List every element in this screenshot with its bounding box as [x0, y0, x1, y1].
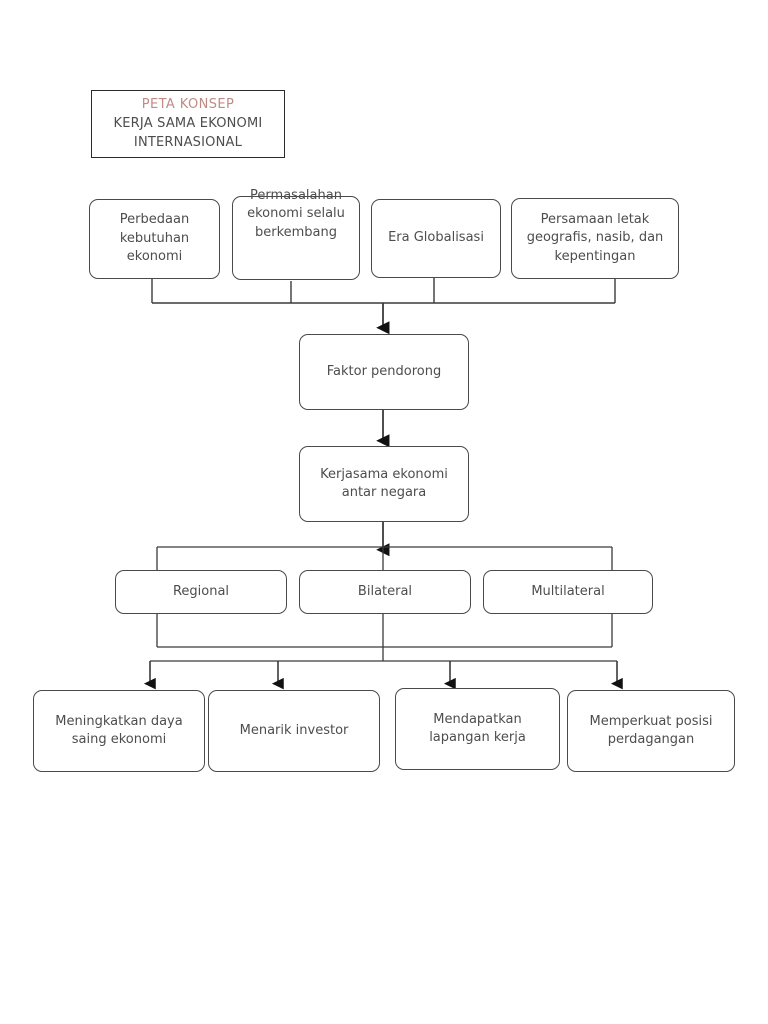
node-label: Bilateral	[357, 583, 413, 599]
peta-konsep-subject: KERJA SAMA EKONOMI INTERNASIONAL	[113, 115, 263, 150]
benefits-arrows	[143, 661, 623, 690]
node-label: Menarik investor	[239, 722, 349, 738]
node-label: Era Globalisasi	[388, 230, 484, 246]
node-mendapatkan-lapangan-kerja[interactable]: Mendapatkan lapangan kerja	[395, 688, 560, 770]
node-label: Faktor pendorong	[326, 363, 442, 379]
factors-to-faktor-connectors	[151, 278, 616, 304]
node-label: Multilateral	[531, 583, 605, 599]
node-label: Perbedaan kebutuhan ekonomi	[119, 212, 190, 265]
node-bilateral[interactable]: Bilateral	[299, 570, 471, 614]
node-menarik-investor[interactable]: Menarik investor	[208, 690, 380, 772]
node-permasalahan-ekonomi-selalu-berkembang[interactable]: Permasalahan ekonomi selalu berkembang	[232, 188, 360, 280]
node-kerjasama-ekonomi-antar-negara[interactable]: Kerjasama ekonomi antar negara	[299, 446, 469, 522]
node-perbedaan-kebutuhan-ekonomi[interactable]: Perbedaan kebutuhan ekonomi	[89, 199, 220, 279]
node-label: Meningkatkan daya saing ekonomi	[55, 713, 183, 747]
node-label: Mendapatkan lapangan kerja	[429, 711, 526, 745]
node-memperkuat-posisi-perdagangan[interactable]: Memperkuat posisi perdagangan	[567, 690, 735, 772]
node-multilateral[interactable]: Multilateral	[483, 570, 653, 614]
node-label: Permasalahan ekonomi selalu berkembang	[247, 188, 345, 240]
peta-konsep-heading: PETA KONSEP	[141, 97, 235, 113]
concept-map-title-box: PETA KONSEP KERJA SAMA EKONOMI INTERNASI…	[91, 90, 285, 158]
node-label: Kerjasama ekonomi antar negara	[320, 466, 448, 500]
node-label: Regional	[172, 583, 230, 599]
node-label: Memperkuat posisi perdagangan	[589, 713, 713, 747]
node-era-globalisasi[interactable]: Era Globalisasi	[371, 199, 501, 278]
node-meningkatkan-daya-saing-ekonomi[interactable]: Meningkatkan daya saing ekonomi	[33, 690, 205, 772]
node-faktor-pendorong[interactable]: Faktor pendorong	[299, 334, 469, 410]
node-label: Persamaan letak geografis, nasib, dan ke…	[526, 211, 664, 264]
node-regional[interactable]: Regional	[115, 570, 287, 614]
node-persamaan-letak-geografis[interactable]: Persamaan letak geografis, nasib, dan ke…	[511, 198, 679, 279]
